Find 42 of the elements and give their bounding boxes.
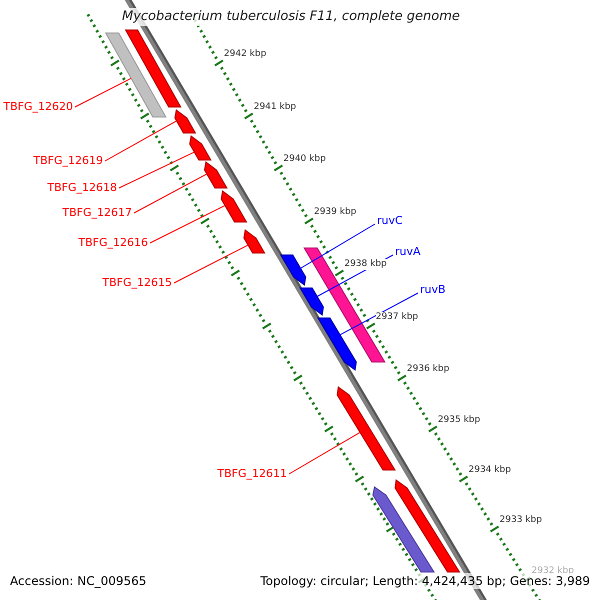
gene-block <box>124 30 182 108</box>
scale-label: 2935 kbp <box>438 415 480 426</box>
gene-label: TBFG_12615 <box>102 276 172 290</box>
leader-line <box>118 152 195 188</box>
scale-label: 2938 kbp <box>344 259 387 270</box>
gene-label: TBFG_12619 <box>33 154 103 168</box>
scale-label: 2937 kbp <box>376 312 418 323</box>
gene-block <box>104 32 167 118</box>
gene-block <box>372 486 435 572</box>
scale-label: 2942 kbp <box>224 49 266 60</box>
gene-block <box>317 318 357 371</box>
leader-line <box>174 244 249 284</box>
scale-label: 2940 kbp <box>283 154 326 165</box>
leader-line <box>339 292 418 336</box>
gene-label: ruvA <box>395 245 421 259</box>
gene-block <box>189 135 212 160</box>
gene-block <box>243 229 266 254</box>
gene-block <box>394 479 460 572</box>
gene-label: TBFG_12618 <box>47 181 117 195</box>
gene-label: TBFG_12617 <box>62 206 132 220</box>
gene-block <box>174 109 196 134</box>
gene-block <box>220 190 248 222</box>
gene-label: ruvB <box>420 283 446 297</box>
gene-block <box>204 161 228 188</box>
gene-label: TBFG_12611 <box>217 467 287 481</box>
leader-line <box>104 120 177 162</box>
scale-label: 2936 kbp <box>406 364 450 375</box>
gene-label: TBFG_12616 <box>78 236 148 250</box>
scale-label: 2933 kbp <box>500 515 542 526</box>
gene-block <box>299 288 324 316</box>
gene-label: ruvC <box>377 214 403 228</box>
scale-label: 2934 kbp <box>468 465 511 476</box>
leader-line <box>150 204 226 244</box>
leader-line <box>300 224 376 269</box>
scale-label: 2939 kbp <box>314 207 356 218</box>
gene-block <box>336 386 396 470</box>
gene-block <box>280 254 306 286</box>
gene-label: TBFG_12620 <box>3 100 73 114</box>
leader-line <box>288 432 361 474</box>
leader-line <box>74 78 132 108</box>
leader-line <box>134 173 208 214</box>
scale-label: 2941 kbp <box>254 102 296 113</box>
